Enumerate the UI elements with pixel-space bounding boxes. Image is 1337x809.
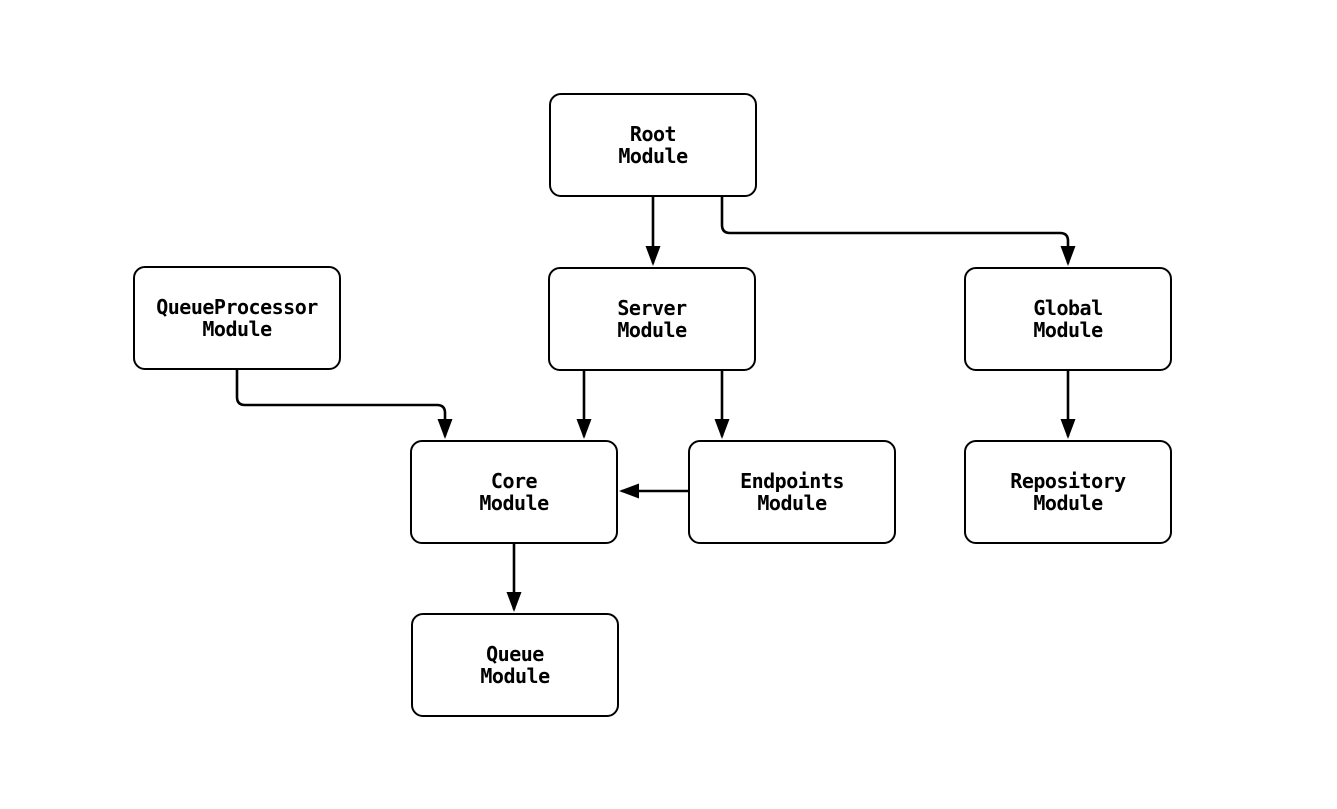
node-endpoints-module-label: Endpoints Module	[740, 469, 844, 515]
node-global-module-label: Global Module	[1033, 296, 1103, 342]
node-root-module-label: Root Module	[618, 122, 688, 168]
node-server-module: Server Module	[548, 267, 756, 371]
node-server-module-label: Server Module	[617, 296, 687, 342]
node-queue-module-label: Queue Module	[480, 642, 550, 688]
edge-queueprocessor-module-to-core-module	[235, 368, 453, 439]
node-queueprocessor-module: QueueProcessor Module	[133, 266, 341, 370]
edge-root-module-to-global-module	[720, 195, 1076, 266]
node-global-module: Global Module	[964, 267, 1172, 371]
node-queueprocessor-module-label: QueueProcessor Module	[156, 295, 318, 341]
node-queue-module: Queue Module	[411, 613, 619, 717]
node-root-module: Root Module	[549, 93, 757, 197]
node-repository-module-label: Repository Module	[1010, 469, 1126, 515]
node-repository-module: Repository Module	[964, 440, 1172, 544]
node-core-module: Core Module	[410, 440, 618, 544]
node-core-module-label: Core Module	[479, 469, 549, 515]
node-endpoints-module: Endpoints Module	[688, 440, 896, 544]
